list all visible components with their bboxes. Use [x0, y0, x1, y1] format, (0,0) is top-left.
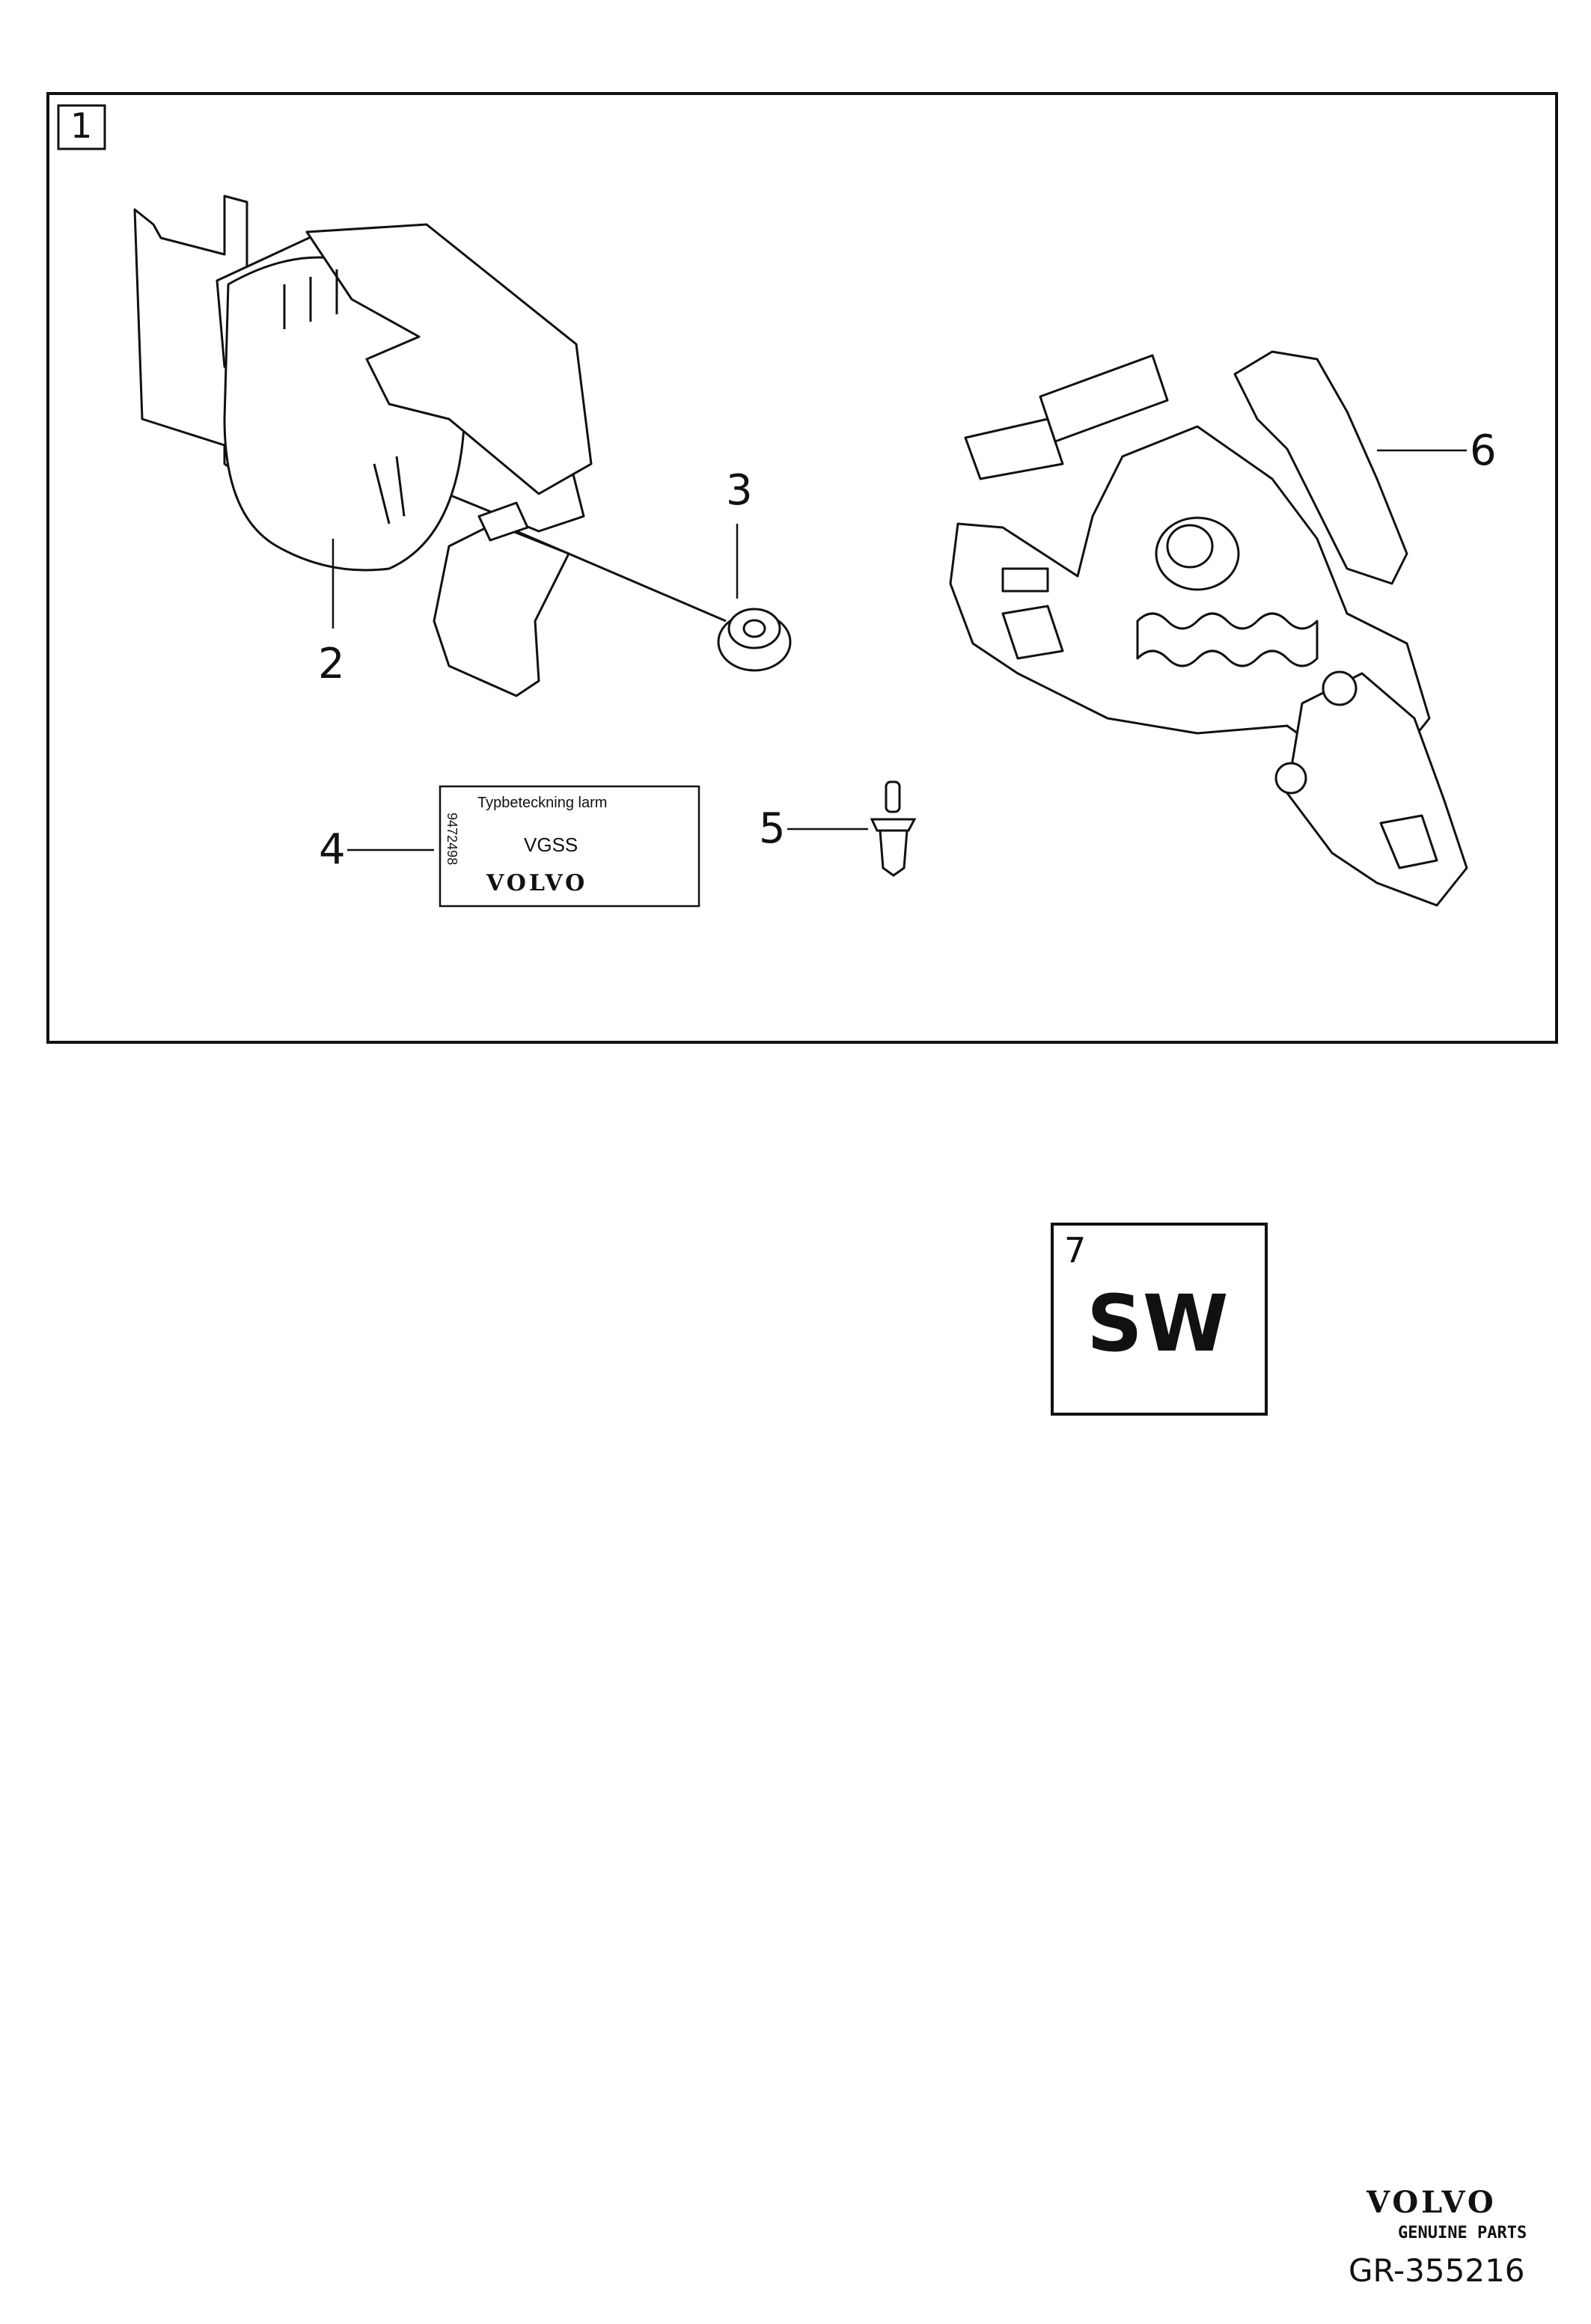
flange-nut-part-3: [717, 524, 792, 672]
callout-3: 3: [726, 466, 753, 515]
decal-title: Typbeteckning larm: [477, 795, 608, 811]
variant-box: [1051, 1223, 1268, 1416]
group-frame: [46, 92, 1558, 1044]
decal-part-number: 9472498: [445, 813, 459, 866]
push-clip-part-5: [787, 780, 917, 877]
group-number: 1: [70, 106, 93, 146]
decal-code: VGSS: [524, 834, 578, 856]
callout-2: 2: [318, 640, 345, 688]
callout-5: 5: [759, 804, 786, 853]
decal-part-4: [439, 785, 700, 908]
variant-code: SW: [1087, 1278, 1229, 1369]
siren-part-2: [133, 195, 727, 697]
hood-lock-part-6: [949, 350, 1468, 907]
variant-number: 7: [1064, 1230, 1087, 1270]
footer-tagline: GENUINE PARTS: [1398, 2224, 1527, 2242]
callout-6: 6: [1470, 426, 1497, 475]
decal-brand: VOLVO: [486, 870, 588, 896]
group-number-box: [57, 104, 106, 150]
diagram-id: GR-355216: [1349, 2252, 1525, 2289]
footer-brand-logo: VOLVO: [1366, 2185, 1497, 2220]
callout-4: 4: [319, 825, 346, 874]
